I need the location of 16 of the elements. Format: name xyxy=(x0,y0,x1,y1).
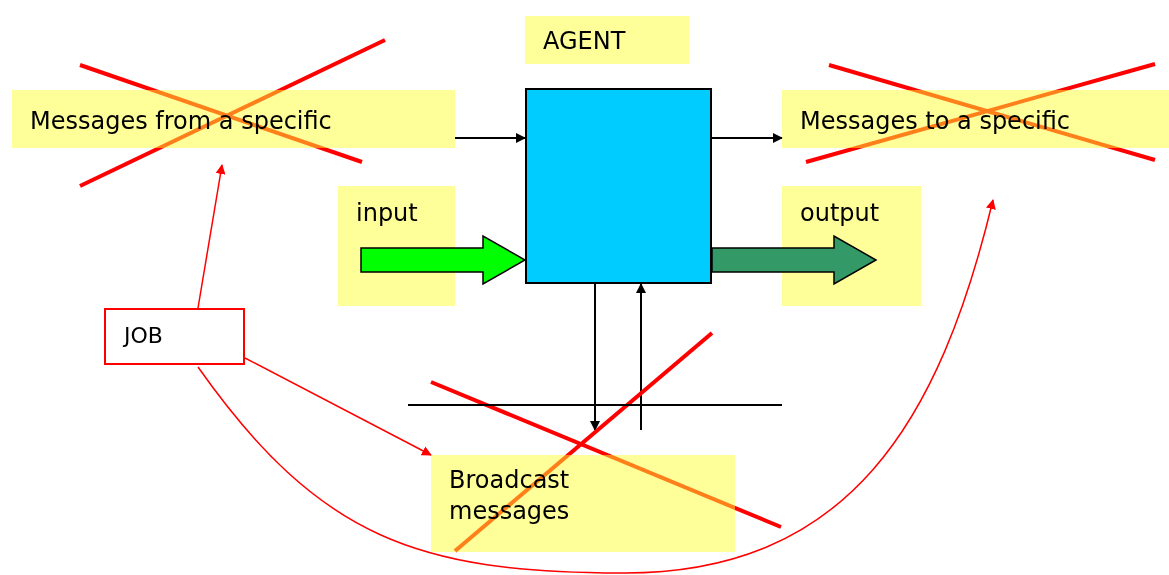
arrow xyxy=(454,133,526,143)
bus-line xyxy=(408,404,782,406)
block-arrow xyxy=(360,234,527,286)
text-box: Broadcast messages xyxy=(431,455,735,552)
block-arrow xyxy=(711,234,878,286)
arrow xyxy=(197,199,996,574)
arrow xyxy=(590,283,600,431)
job-box: JOB xyxy=(104,308,245,365)
text-box: Messages from a specific xyxy=(12,90,455,148)
text-box: Messages to a specific xyxy=(782,90,1169,148)
arrow xyxy=(244,357,432,456)
arrow xyxy=(197,164,226,309)
arrow xyxy=(711,133,783,143)
agent-box xyxy=(525,88,712,284)
title-box: AGENT xyxy=(525,16,689,64)
arrow xyxy=(636,283,646,431)
